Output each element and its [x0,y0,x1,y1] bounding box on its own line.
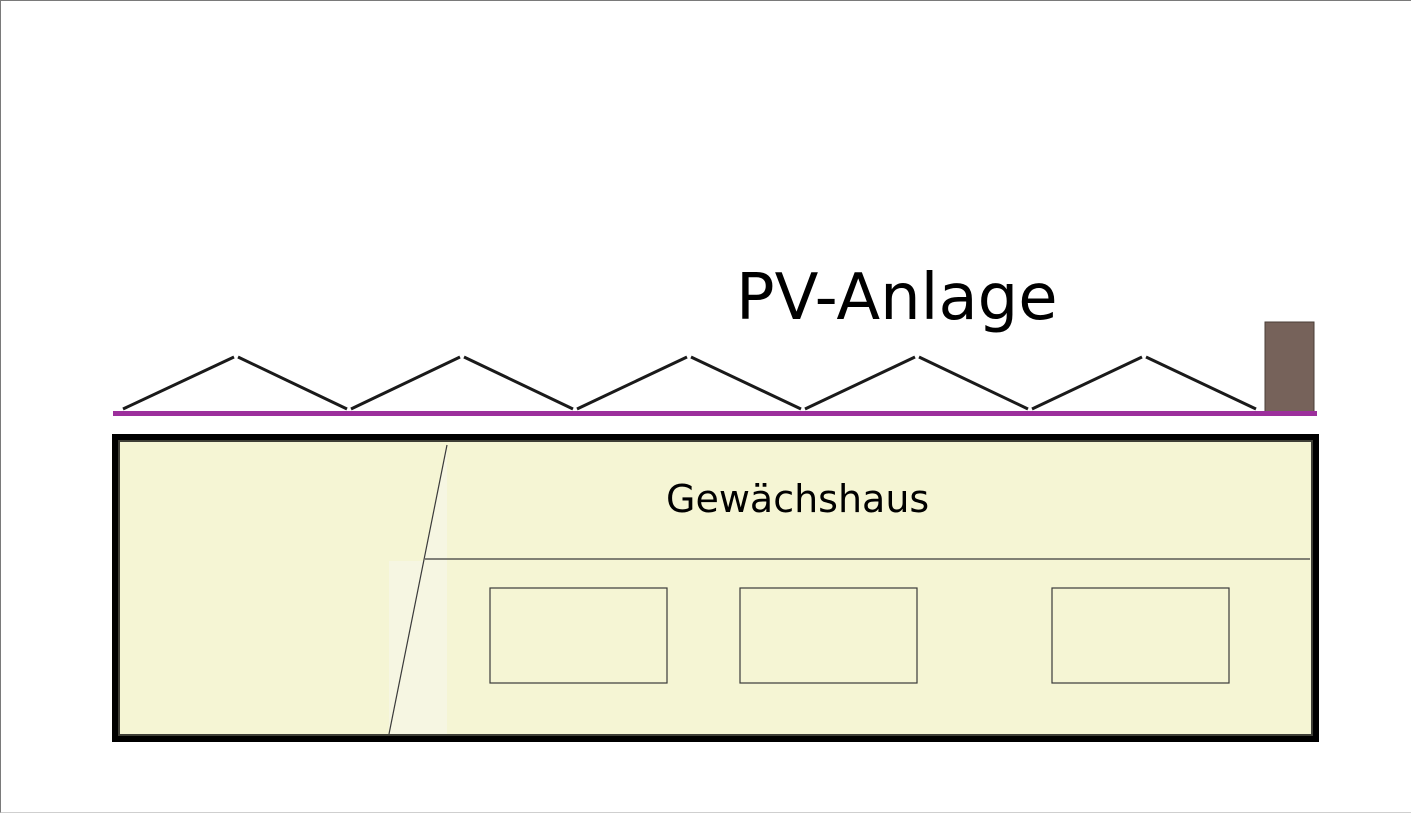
building-label: Gewächshaus [666,477,929,521]
pv-panel [350,355,461,411]
window [739,587,918,684]
pv-panel [576,355,688,411]
pv-panel [463,355,574,411]
pv-panel [1031,355,1143,411]
pv-panel-pair [576,355,802,411]
pv-panel-pair [122,355,348,411]
building-inner-border [118,440,1313,736]
pv-panel [690,355,802,411]
diagram-title: PV-Anlage [736,261,1058,335]
pv-panel-array [122,355,1257,411]
window [1051,587,1230,684]
window [489,587,668,684]
pv-panel [804,355,916,411]
pv-panel-pair [350,355,574,411]
pv-panel-pair [804,355,1029,411]
pv-panel [918,355,1029,411]
pv-panel-pair [1031,355,1257,411]
pv-panel [237,355,348,411]
roof-line [113,411,1317,416]
pv-panel [122,355,235,411]
pv-panel [1145,355,1257,411]
partition-line [388,444,448,735]
chimney [1264,321,1315,414]
